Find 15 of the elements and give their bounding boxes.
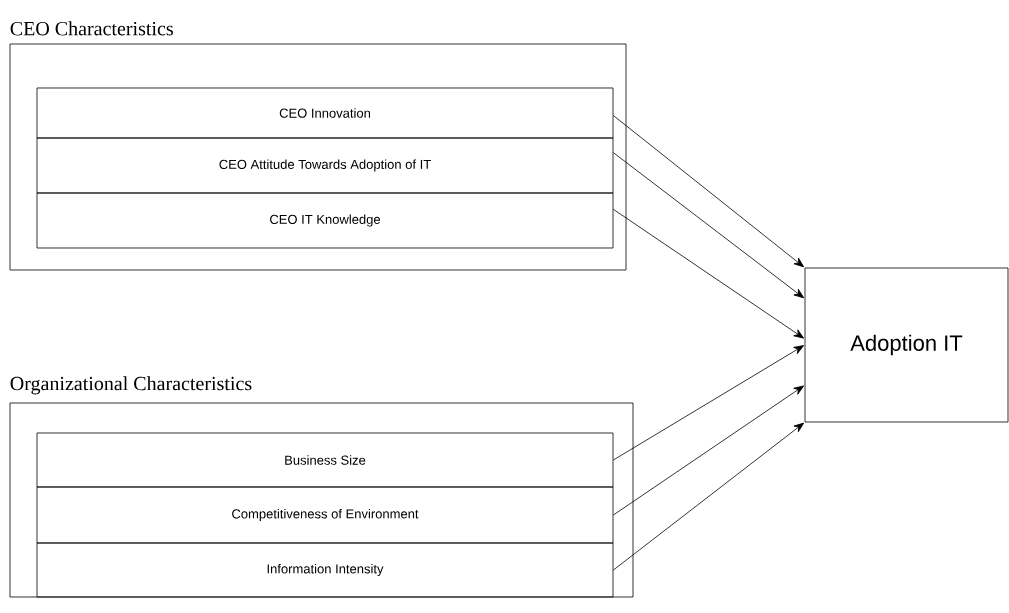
arrow <box>613 152 805 299</box>
arrow <box>613 208 805 339</box>
group-heading: Organizational Characteristics <box>10 376 252 395</box>
factor-box: CEO Attitude Towards Adoption of IT <box>36 137 614 194</box>
arrow <box>613 422 805 571</box>
group-heading: CEO Characteristics <box>10 21 173 36</box>
factor-box: CEO IT Knowledge <box>36 192 614 249</box>
factor-box: Business Size <box>36 432 614 488</box>
factor-box: Information Intensity <box>36 542 614 598</box>
factor-box: CEO Innovation <box>36 87 614 139</box>
arrow <box>613 345 805 461</box>
arrow <box>613 115 805 268</box>
target-box: Adoption IT <box>804 267 1009 423</box>
factor-box: Competitiveness of Environment <box>36 486 614 544</box>
arrow <box>613 385 805 516</box>
